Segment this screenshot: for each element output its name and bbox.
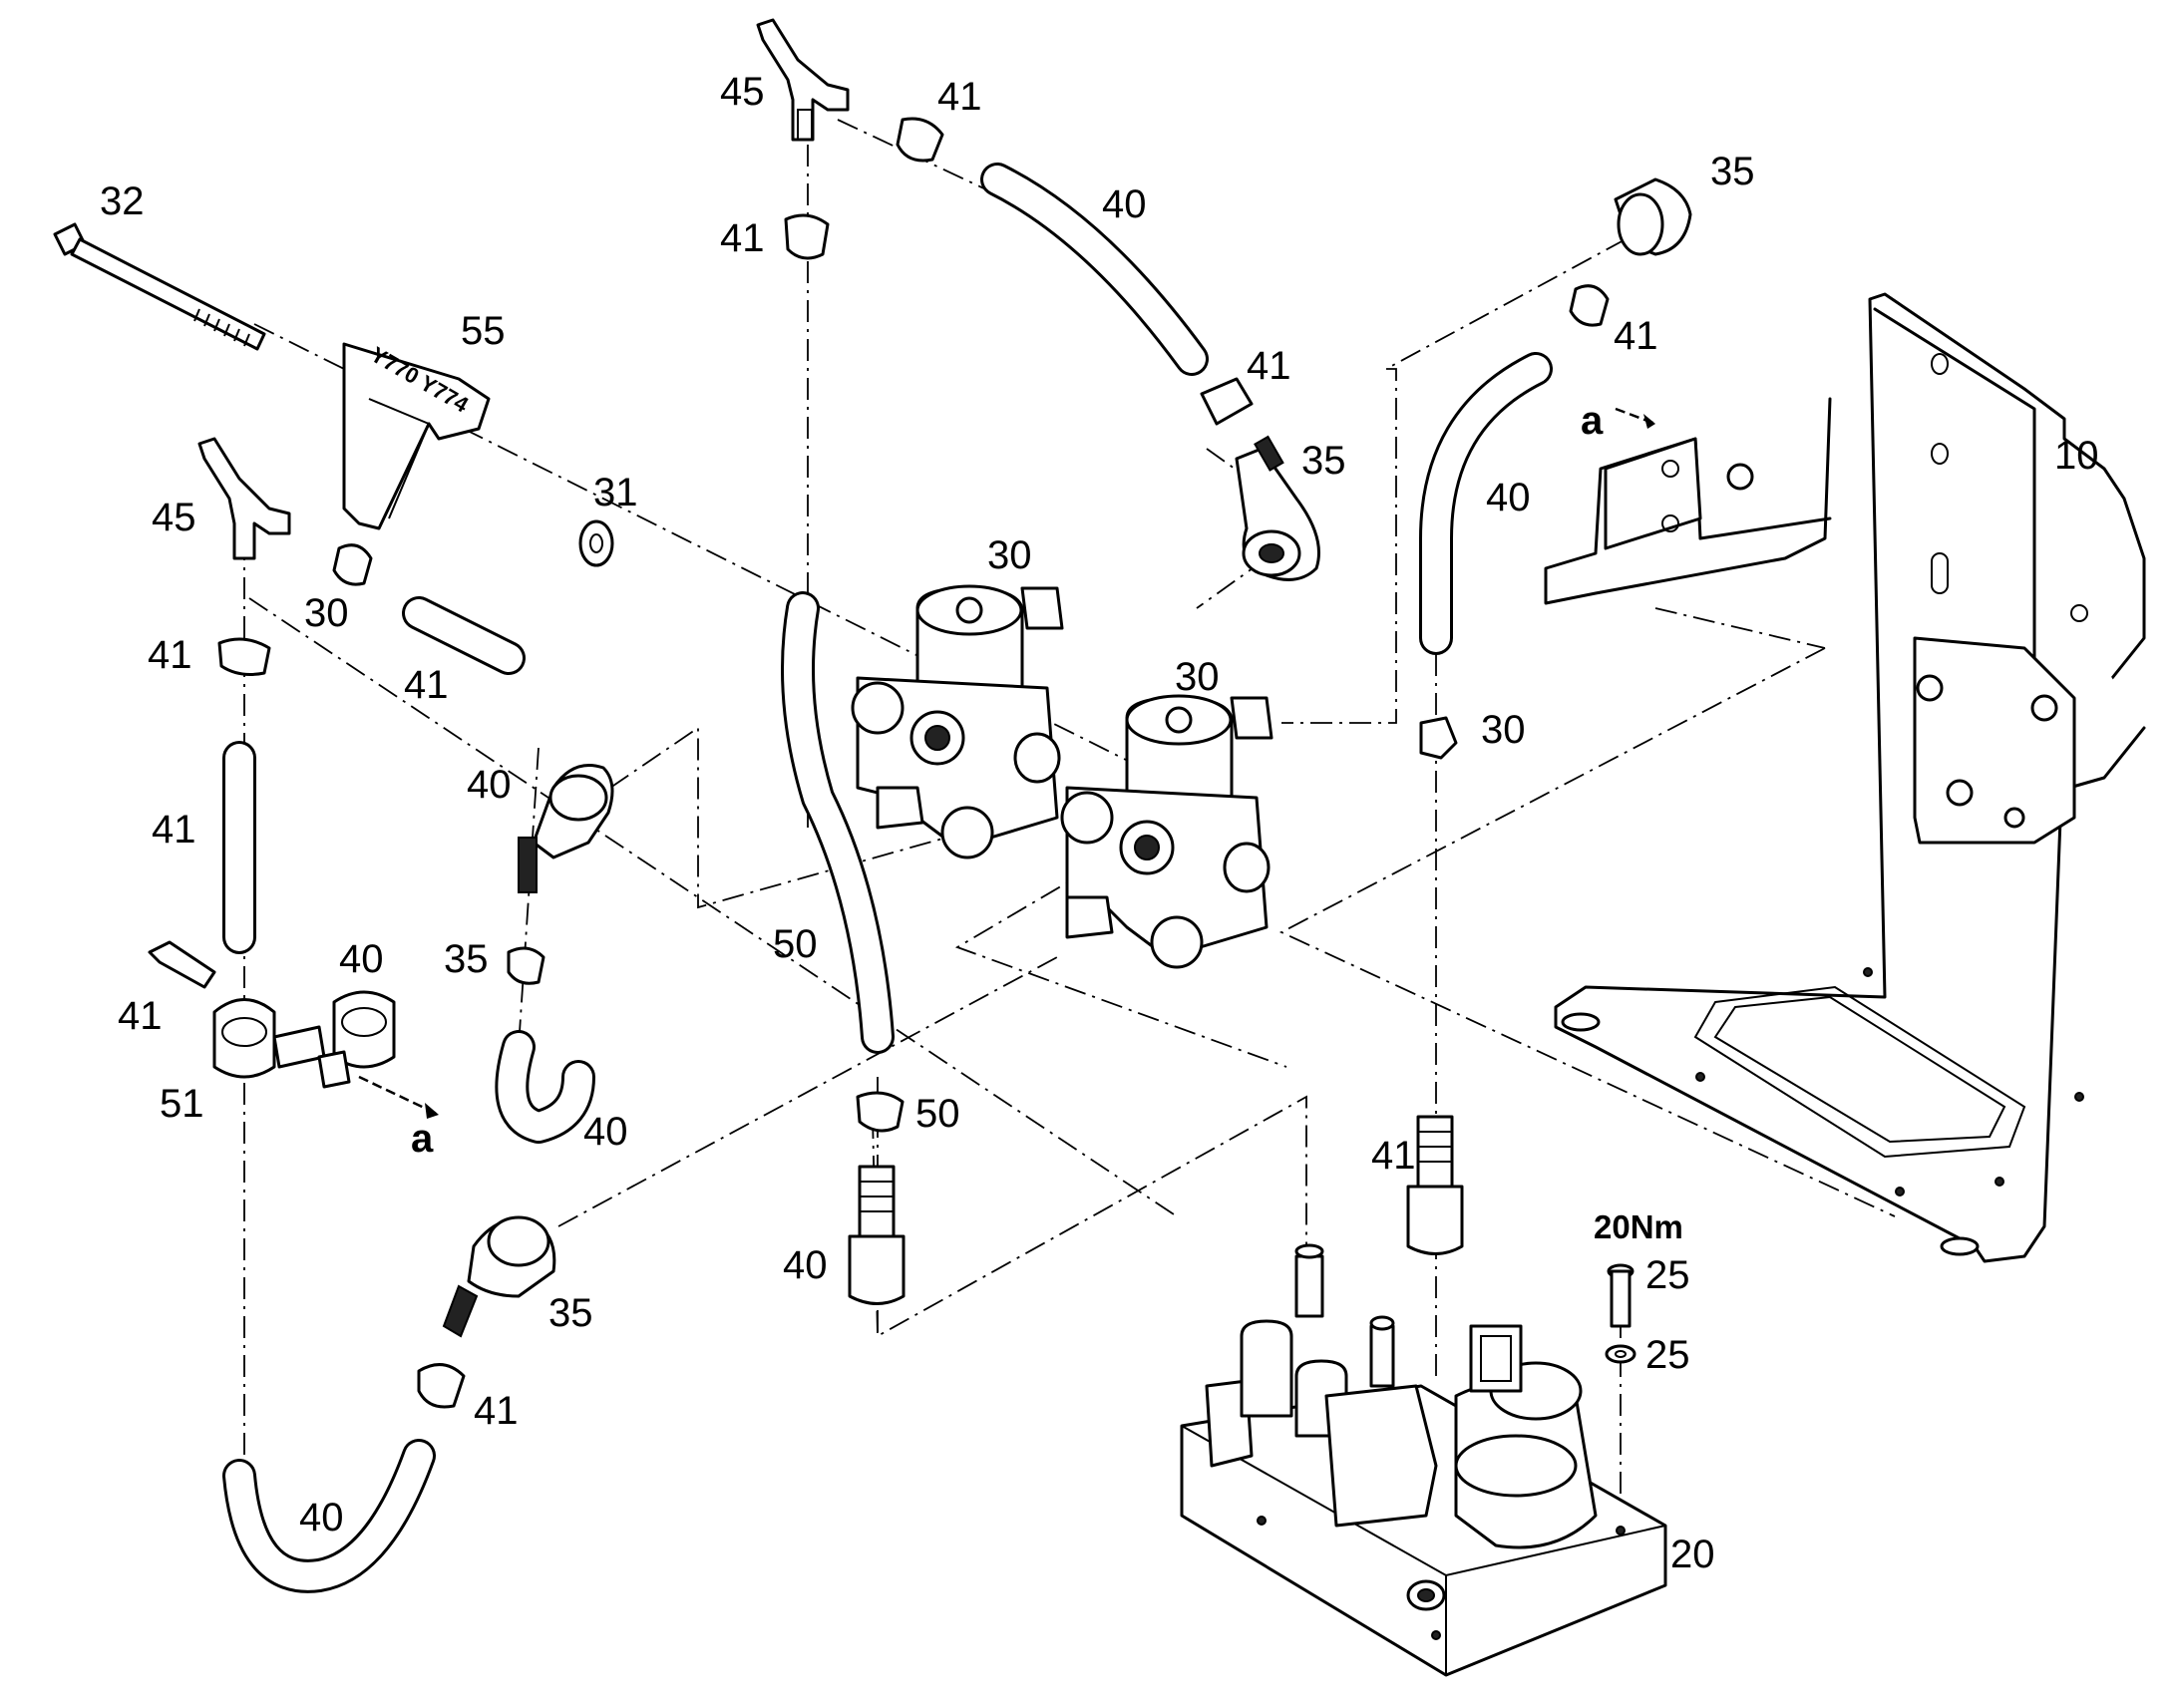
hose-clip-41-h: 35 bbox=[444, 937, 545, 985]
hose-40-center: 50 bbox=[773, 591, 895, 1054]
hose-clip-41-i: 50 bbox=[856, 1091, 960, 1136]
svg-text:40: 40 bbox=[339, 937, 384, 981]
hose-clip-41-e: 30 bbox=[1419, 708, 1526, 760]
hose-clip-41-a: 41 bbox=[896, 75, 982, 163]
svg-text:41: 41 bbox=[720, 216, 765, 260]
hose-40-left-vertical: 41 bbox=[152, 741, 256, 954]
callout-30-valve-lower: 30 bbox=[1175, 655, 1220, 699]
svg-text:41: 41 bbox=[1614, 314, 1658, 358]
callout-55: 55 bbox=[461, 309, 506, 353]
callout-10: 10 bbox=[2054, 434, 2099, 478]
svg-text:40: 40 bbox=[783, 1243, 828, 1287]
solenoid-valve-30-upper: 30 30 30 bbox=[851, 584, 1064, 859]
pipe-clamp-50-a: 51 bbox=[160, 998, 326, 1126]
elbow-connector-35-a: 35 bbox=[1235, 435, 1346, 581]
svg-text:41: 41 bbox=[118, 994, 163, 1038]
svg-text:35: 35 bbox=[548, 1291, 593, 1335]
svg-text:35: 35 bbox=[444, 937, 489, 981]
svg-text:41: 41 bbox=[1371, 1134, 1416, 1178]
svg-text:41: 41 bbox=[148, 633, 192, 677]
hose-40-bottom: 40 bbox=[222, 1439, 436, 1593]
hose-clip-41-c: 41 bbox=[1200, 344, 1291, 426]
pipe-clamp-50-b: 40 bbox=[317, 937, 396, 1089]
callout-30-valve-upper: 30 bbox=[987, 533, 1032, 577]
y-connector-45-left: 45 bbox=[152, 437, 291, 560]
svg-text:40: 40 bbox=[583, 1110, 628, 1154]
callout-45-top: 45 bbox=[720, 70, 765, 114]
fitting-25-left: 40 bbox=[783, 1165, 906, 1305]
svg-text:51: 51 bbox=[160, 1082, 204, 1126]
svg-text:41: 41 bbox=[404, 663, 449, 707]
elbow-connector-35-d: 35 bbox=[442, 1215, 593, 1338]
svg-text:41: 41 bbox=[474, 1389, 519, 1433]
hose-40-right: 40 bbox=[1419, 352, 1553, 655]
svg-text:45: 45 bbox=[152, 496, 196, 539]
svg-text:50: 50 bbox=[915, 1092, 960, 1136]
pump-unit-20: 20 bbox=[1180, 1243, 1715, 1677]
screw-22: 25 bbox=[1607, 1253, 1690, 1328]
torque-spec: 20Nm bbox=[1594, 1208, 1683, 1245]
hose-40-left-top: 41 bbox=[402, 596, 526, 707]
bolt-32: 32 bbox=[53, 179, 266, 351]
hose-40-top: 40 bbox=[980, 163, 1209, 376]
fitting-25-right: 41 bbox=[1371, 1115, 1464, 1255]
washer-31: 31 bbox=[578, 471, 638, 567]
svg-text:a: a bbox=[411, 1117, 434, 1161]
hose-clip-41-b: 41 bbox=[720, 213, 830, 260]
view-marker-a-right: a bbox=[1581, 399, 1604, 443]
svg-text:40: 40 bbox=[1486, 476, 1531, 519]
svg-text:20: 20 bbox=[1670, 1533, 1715, 1576]
washer-21: 25 bbox=[1605, 1333, 1690, 1377]
svg-text:40: 40 bbox=[299, 1496, 344, 1539]
svg-text:41: 41 bbox=[937, 75, 982, 119]
callout-32: 32 bbox=[100, 179, 145, 223]
svg-text:35: 35 bbox=[1710, 150, 1755, 193]
svg-text:35: 35 bbox=[1301, 439, 1346, 483]
screw-51: 41 bbox=[118, 940, 216, 1038]
svg-text:25: 25 bbox=[1645, 1253, 1690, 1297]
mounting-bracket-10: 10 a bbox=[1544, 292, 2146, 1263]
svg-text:30: 30 bbox=[304, 591, 349, 635]
svg-text:40: 40 bbox=[1102, 182, 1147, 226]
y-connector-45-top: 45 bbox=[720, 18, 850, 142]
elbow-connector-35-b: 35 bbox=[1614, 150, 1755, 256]
svg-text:50: 50 bbox=[773, 922, 818, 966]
callout-31: 31 bbox=[593, 471, 638, 514]
svg-text:30: 30 bbox=[1481, 708, 1526, 752]
svg-text:40: 40 bbox=[467, 763, 512, 807]
solenoid-valve-30-lower bbox=[1060, 694, 1273, 969]
svg-text:41: 41 bbox=[152, 808, 196, 852]
hose-clip-41-j: 41 bbox=[417, 1363, 519, 1433]
hose-clip-41-g: 41 bbox=[148, 633, 271, 677]
hose-clip-41-f: 30 bbox=[304, 543, 373, 635]
svg-text:25: 25 bbox=[1645, 1333, 1690, 1377]
label-bracket-55: Y770 Y774 55 bbox=[342, 309, 506, 530]
view-arrow-left: a bbox=[358, 1075, 440, 1161]
svg-text:41: 41 bbox=[1247, 344, 1291, 388]
hose-clip-41-d: 41 bbox=[1569, 284, 1658, 358]
hose-40-left-lower: 40 bbox=[495, 1030, 628, 1154]
elbow-connector-35-c: 40 bbox=[467, 763, 614, 893]
